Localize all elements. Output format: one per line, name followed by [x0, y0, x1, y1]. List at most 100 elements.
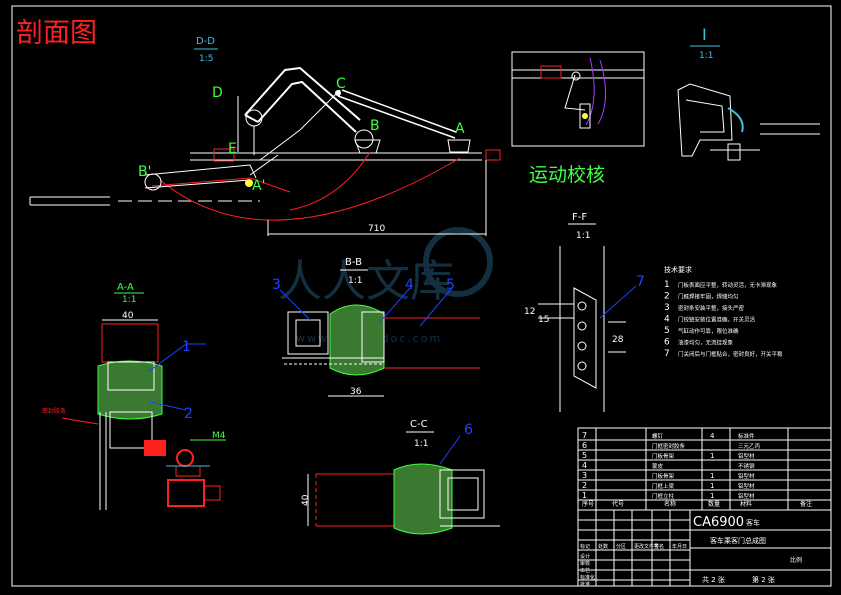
aa-hinge-top [176, 449, 194, 467]
arm-open-position [144, 164, 257, 189]
watermark-brand: 人人文库 [278, 256, 454, 307]
revision-grid: 标记处数分区更改文件号签名年月日设计审核工艺标准化批准 [578, 510, 690, 588]
leader-4 [379, 287, 411, 323]
callout-1: 1 [182, 339, 191, 355]
view-cc-label: C-C [410, 419, 428, 430]
point-a-label: A [455, 121, 465, 137]
parts-row-material: 铝型材 [738, 492, 755, 500]
parts-header-code: 代号 [612, 500, 624, 508]
revision-header-label: 年月日 [672, 543, 687, 550]
page-title: 剖面图 [16, 18, 97, 49]
view-i-seal [727, 107, 744, 133]
parts-row-material: 铝型材 [738, 452, 755, 460]
trajectory-arc-outer [159, 157, 461, 221]
view-bb-label: B-B [345, 257, 362, 268]
role-label: 审核 [580, 560, 590, 567]
tech-note-text: 门板表面应平整，转动灵活，无卡滞现象 [678, 281, 778, 289]
ff-screw-2 [577, 321, 587, 331]
parts-row-no: 7 [582, 431, 587, 440]
tech-note-number: 5 [664, 326, 670, 336]
bb-frame-left [287, 311, 329, 355]
swing-arm-end [244, 114, 259, 123]
pivot-b-prime [144, 173, 162, 191]
cc-frame [439, 469, 485, 519]
scale-label: 比例 [790, 556, 802, 564]
rail-block-left [213, 148, 235, 162]
sheet-number: 第 2 张 [752, 575, 775, 584]
aa-bracket [144, 440, 166, 456]
tech-note-number: 6 [664, 338, 670, 348]
title-block-frame [577, 427, 832, 587]
pivot-b-bracket [354, 139, 381, 154]
parts-row-no: 1 [582, 491, 587, 500]
motion-detail-pivot [571, 71, 581, 81]
leader-1 [147, 343, 187, 373]
parts-row-qty: 1 [710, 482, 714, 490]
parts-row-name: 门框密封胶条 [652, 442, 686, 450]
role-label: 工艺 [580, 568, 590, 574]
cyl-open-position [249, 154, 279, 176]
ff-screw-4 [577, 361, 587, 371]
motion-detail-path [585, 57, 607, 126]
callout-5: 5 [446, 277, 455, 293]
dim-36: 36 [350, 387, 362, 397]
view-cc-scale: 1:1 [414, 439, 428, 449]
callout-m4: M4 [212, 431, 226, 441]
cylinder-body [341, 89, 457, 133]
seal-note: 密封胶条 [42, 407, 66, 415]
parts-row-no: 2 [582, 481, 587, 490]
dim-12: 12 [524, 307, 535, 317]
seal-note-leader [61, 417, 99, 425]
callout-2: 2 [184, 406, 193, 422]
parts-row-qty: 1 [710, 492, 714, 500]
view-aa: A-A 1:1 40 密封胶条 [42, 282, 221, 510]
view-bb: B-B 1:1 36 [282, 257, 480, 397]
dim-28: 28 [612, 335, 624, 345]
parts-row-material: 铝型材 [738, 482, 755, 490]
callouts: 1 2 M4 3 4 5 6 7 [147, 274, 645, 465]
dim-710: 710 [368, 224, 385, 234]
trajectory-arc-inner [289, 151, 371, 211]
parts-row-material: 三元乙丙 [738, 443, 761, 450]
tech-note-text: 门关闭后与门框贴合，密封良好，开关平稳 [678, 350, 783, 358]
cc-seal [393, 463, 453, 535]
ff-screw-1 [577, 301, 587, 311]
bb-frame-left-inner [295, 319, 321, 347]
parts-row-qty: 4 [710, 432, 715, 440]
tech-note-number: 4 [664, 315, 670, 325]
tech-note-number: 2 [664, 292, 670, 302]
pivot-c [335, 90, 341, 96]
parts-row-name: 门板骨架 [652, 472, 675, 480]
view-i: I 1:1 [677, 25, 820, 161]
leader-6 [439, 435, 461, 465]
sheet-count: 共 2 张 [702, 575, 725, 584]
watermark-logo-icon [423, 227, 493, 297]
rail-block-right [485, 149, 501, 161]
view-i-label: I [702, 25, 707, 44]
drawing-name: 客车乘客门总成图 [710, 536, 766, 545]
view-aa-scale: 1:1 [122, 295, 136, 305]
view-ff-label: F-F [572, 212, 587, 223]
revision-header-label: 签名 [654, 543, 664, 550]
view-bb-scale: 1:1 [348, 276, 362, 286]
view-i-clamp [727, 143, 741, 161]
parts-row-qty: 1 [710, 452, 714, 460]
point-b-prime-label: B' [138, 164, 151, 180]
parts-row-material: 铝型材 [738, 472, 755, 480]
drawing-number-suffix: 客车 [746, 518, 760, 527]
motion-detail-frame [511, 51, 645, 147]
revision-header-label: 标记 [580, 543, 590, 550]
view-dd-label: D-D [196, 36, 215, 47]
pivot-a-bracket [447, 139, 471, 153]
motion-detail-pin [582, 113, 588, 119]
parts-row-no: 4 [582, 461, 587, 470]
pivot-a-prime [245, 179, 253, 187]
parts-header-note: 备注 [800, 500, 812, 508]
dim-40-side: 40 [301, 494, 311, 506]
aa-frame-lower [109, 411, 153, 449]
parts-header-qty: 数量 [708, 500, 720, 508]
drawing-border [11, 5, 832, 587]
link-bar-2 [259, 129, 301, 161]
